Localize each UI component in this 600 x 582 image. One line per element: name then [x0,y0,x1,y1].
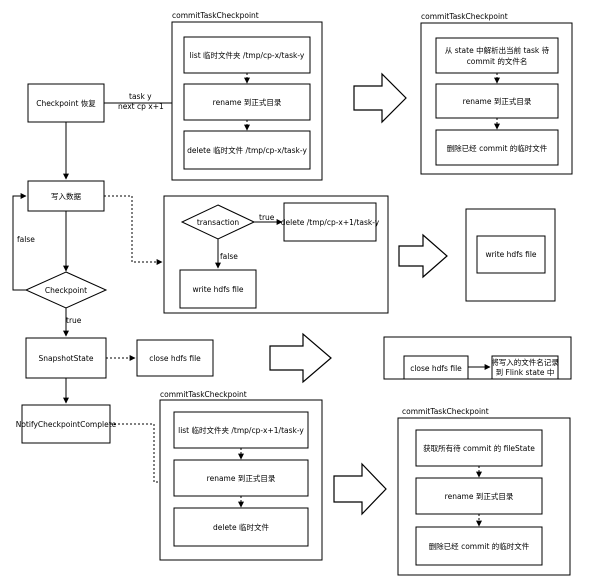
notify-label: NotifyCheckpointComplete [16,420,117,429]
panel1-step1 [183,36,311,74]
transform-arrow-3 [269,332,332,384]
panel1-step2 [183,83,311,121]
panel1-step1-label: list 临时文件夹 /tmp/cp-x/task-y [190,50,305,60]
panel4-step1-label: list 临时文件夹 /tmp/cp-x+1/task-y [178,425,304,435]
panel2-result-box [476,235,546,274]
recover-edge-label-2: next cp x+1 [118,102,164,111]
panel3-result-box2-line2: 到 Flink state 中 [496,367,555,377]
panel3-result-box1-label: close hdfs file [410,364,462,373]
panel2-true-box-label: delete /tmp/cp-x+1/task-y [281,218,380,227]
panel1-result-step1-line1: 从 state 中解析出当前 task 待 [445,45,550,55]
panel4-result-step2-label: rename 到正式目录 [445,491,514,501]
checkpoint-false-label: false [17,235,35,244]
snapshot-close-box [136,339,214,377]
panel1-result-step2 [435,83,559,119]
panel2-transaction-label: transaction [197,218,240,227]
panel4-step2 [173,459,309,497]
transform-arrow-1 [353,72,407,124]
panel4-title: commitTaskCheckpoint [160,390,247,399]
panel3-result-box2-line1: 将写入的文件名记录 [491,357,559,367]
transform-arrow-2 [398,233,448,279]
panel4-result-step3 [415,526,543,566]
panel4-step2-label: rename 到正式目录 [207,473,276,483]
panel1-step3-label: delete 临时文件 /tmp/cp-x/task-y [187,145,307,155]
recover-node [27,83,105,123]
panel2-true-box [283,202,377,242]
panel1-result-title: commitTaskCheckpoint [421,12,508,21]
panel4-step1 [173,411,309,449]
panel2-false-box [179,269,257,309]
panel1-result-step3 [435,129,559,166]
panel4-result-title: commitTaskCheckpoint [402,407,489,416]
write-to-panel2-edge [104,195,163,265]
panel4-result-step2 [415,477,543,515]
panel4-step3 [173,507,309,547]
checkpoint-true-label: true [66,316,82,325]
write-data-node [27,180,105,212]
transform-arrow-4 [333,462,387,516]
notify-node [21,404,111,444]
panel4-result-step3-label: 删除已经 commit 的临时文件 [429,541,530,551]
panel2-false-box-label: write hdfs file [192,285,243,294]
panel1-result-step3-label: 删除已经 commit 的临时文件 [447,143,548,153]
notify-to-panel4-edge [110,423,173,485]
checkpoint-label: Checkpoint [45,286,87,295]
panel2-false-label: false [220,252,238,261]
panel2-result-box-label: write hdfs file [485,250,536,259]
snapshot-node [25,337,107,379]
panel4-result-step1-label: 获取所有待 commit 的 fileState [423,443,535,453]
panel1-step2-label: rename 到正式目录 [213,97,282,107]
panel2-true-label: true [259,213,275,222]
panel1-result-step1-line2: commit 的文件名 [467,56,528,66]
panel1-step3 [183,130,311,170]
snapshot-label: SnapshotState [39,354,94,363]
panel1-result-step1 [435,37,559,74]
panel1-result-step2-label: rename 到正式目录 [463,96,532,106]
panel4-step3-label: delete 临时文件 [213,522,270,532]
panel3-result-box2 [491,355,559,380]
snapshot-close-label: close hdfs file [149,354,201,363]
checkpoint-false-edge [12,193,27,291]
panel1-title: commitTaskCheckpoint [172,11,259,20]
write-data-label: 写入数据 [51,191,81,201]
recover-label: Checkpoint 恢复 [36,98,96,108]
recover-edge-label-1: task y [129,92,152,101]
